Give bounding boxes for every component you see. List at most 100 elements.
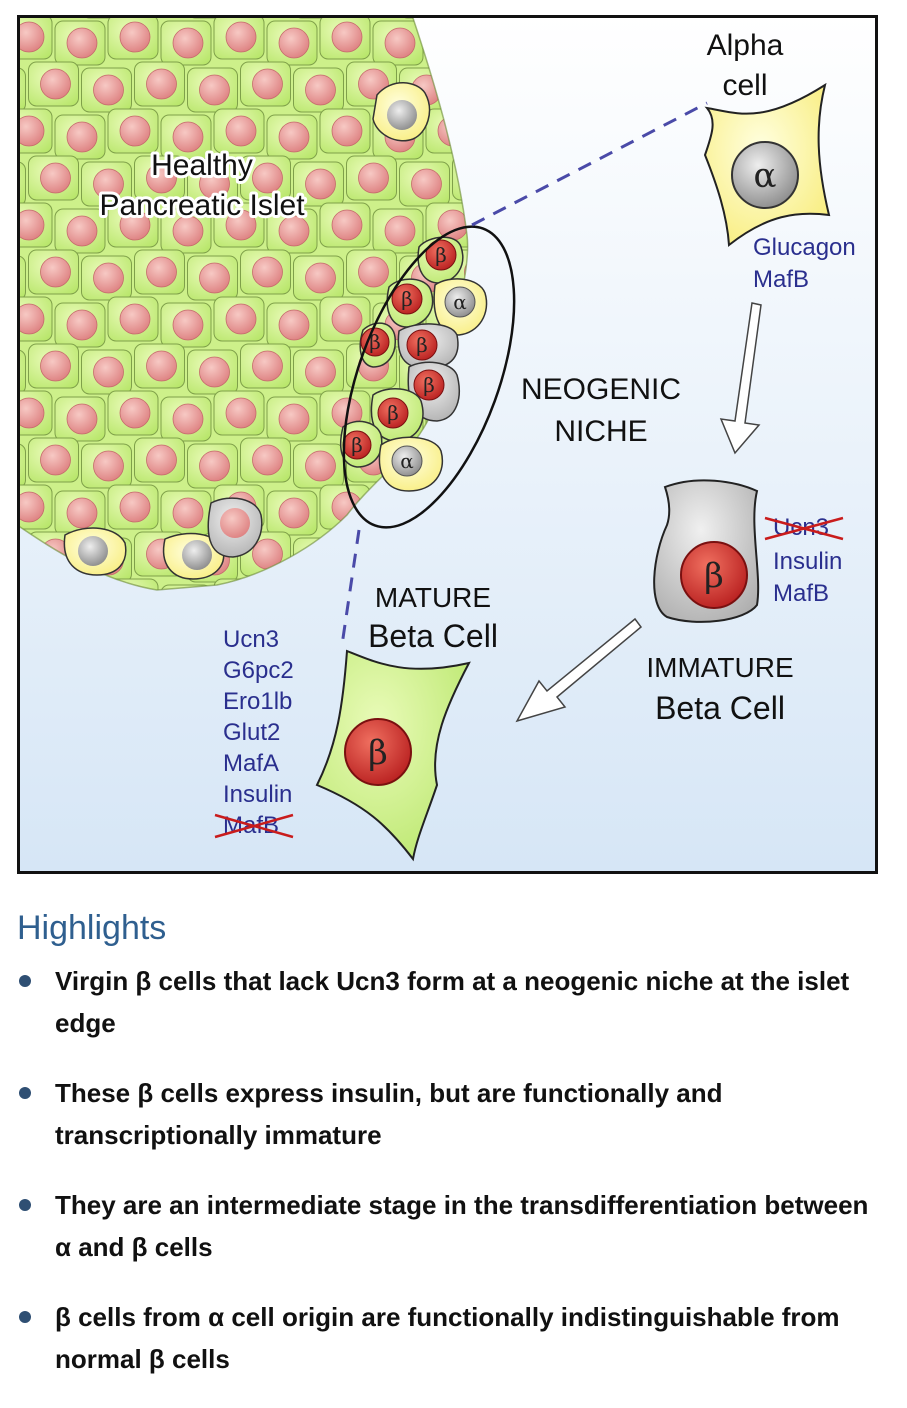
islet-cell-nucleus xyxy=(146,68,177,100)
islet-cell-nucleus xyxy=(305,450,336,482)
figure-frame xyxy=(17,15,878,874)
mature-marker: Ero1lb xyxy=(223,688,292,715)
islet-cell-nucleus xyxy=(40,68,71,100)
islet-cell-nucleus xyxy=(305,74,336,106)
islet-cell-nucleus xyxy=(146,444,177,476)
islet-cell-nucleus xyxy=(278,215,310,247)
mature-label-line1: MATURE xyxy=(375,582,491,613)
islet-cell-nucleus xyxy=(278,121,310,153)
niche-beta-symbol: β xyxy=(423,373,435,397)
islet-cell-nucleus xyxy=(40,256,71,288)
highlight-item: β cells from α cell origin are functiona… xyxy=(17,1296,887,1380)
mature-marker: Ucn3 xyxy=(223,626,279,653)
immature-beta-cell: β Ucn3 Insulin MafB IMMATURE Beta Cell xyxy=(646,479,844,726)
islet-label-line1: Healthy xyxy=(151,149,253,182)
islet-cell-nucleus xyxy=(146,350,177,382)
immature-label-line1: IMMATURE xyxy=(646,652,793,683)
islet-cell-nucleus xyxy=(66,309,98,341)
islet-cell-nucleus xyxy=(172,215,204,247)
islet-cell-nucleus xyxy=(278,27,310,59)
islet-cell-nucleus xyxy=(93,450,124,482)
islet-cell-nucleus xyxy=(252,68,283,100)
mature-marker: Glut2 xyxy=(223,719,280,746)
islet-cell-nucleus xyxy=(384,27,416,59)
highlight-text: These β cells express insulin, but are f… xyxy=(55,1078,723,1150)
islet-cell-nucleus xyxy=(199,356,230,388)
graphical-abstract: β β α β β β β β α Healthy Pancreatic Isl… xyxy=(17,15,878,874)
islet-cell-nucleus xyxy=(225,209,257,241)
islet-cell-nucleus xyxy=(93,74,124,106)
islet-cell-nucleus xyxy=(199,74,230,106)
niche-alpha-nucleus xyxy=(444,286,476,318)
alpha-marker-glucagon: Glucagon xyxy=(753,234,856,261)
highlights-section: Highlights Virgin β cells that lack Ucn3… xyxy=(17,908,887,1408)
niche-beta-nucleus xyxy=(391,283,423,315)
islet-cell-nucleus xyxy=(119,491,151,523)
islet-cell-nucleus xyxy=(119,397,151,429)
islet-cell xyxy=(17,255,26,301)
mature-label-line2: Beta Cell xyxy=(368,618,498,654)
islet-cell-nucleus xyxy=(119,21,151,53)
niche-beta-symbol: β xyxy=(351,433,363,457)
islet-cell-nucleus xyxy=(93,356,124,388)
mature-markers: Ucn3 G6pc2 Ero1lb Glut2 MafA Insulin Maf… xyxy=(223,626,294,839)
niche-label-line1: NEOGENIC xyxy=(521,373,681,406)
highlight-item: These β cells express insulin, but are f… xyxy=(17,1072,887,1156)
neogenic-niche-outline xyxy=(342,225,516,529)
islet-cell-nucleus xyxy=(172,121,204,153)
islet-cell-nucleus xyxy=(17,115,45,147)
alpha-to-niche-dashed-line xyxy=(471,101,708,227)
islet-cell-nucleus xyxy=(66,497,98,529)
niche-beta-nucleus xyxy=(413,369,445,401)
islet-cell-nucleus xyxy=(40,350,71,382)
islet-cell-nucleus xyxy=(119,303,151,335)
alpha-marker-mafb: MafB xyxy=(753,266,809,293)
niche-beta-symbol: β xyxy=(435,243,447,267)
mature-marker: MafA xyxy=(223,750,279,777)
islet-cell-nucleus xyxy=(252,350,283,382)
islet-cell-nucleus xyxy=(146,162,177,194)
niche-to-mature-dashed-line xyxy=(340,529,361,646)
islet-cell-nucleus xyxy=(278,403,310,435)
islet-cell-nucleus xyxy=(17,397,45,429)
immature-nucleus-symbol: β xyxy=(704,556,724,596)
islet-cell-nucleus xyxy=(331,209,363,241)
islet-cell-nucleus xyxy=(40,162,71,194)
islet-cell-nucleus xyxy=(66,403,98,435)
islet-cell-nucleus xyxy=(225,397,257,429)
islet-cell-nucleus xyxy=(252,256,283,288)
islet-cell-nucleus xyxy=(331,21,363,53)
islet-cell-nucleus xyxy=(40,444,71,476)
bullet-icon xyxy=(19,975,31,987)
islet-cell-nucleus xyxy=(199,168,230,200)
immature-label-line2: Beta Cell xyxy=(655,690,785,726)
mature-marker: G6pc2 xyxy=(223,657,294,684)
mature-nucleus-symbol: β xyxy=(368,733,388,773)
islet-cell-nucleus xyxy=(305,356,336,388)
niche-label-line2: NICHE xyxy=(554,415,647,448)
islet-cell-nucleus xyxy=(464,256,468,288)
islet-cell-nucleus xyxy=(146,256,177,288)
islet-cell-nucleus xyxy=(93,262,124,294)
alpha-cell-label-line2: cell xyxy=(722,69,767,102)
islet-cell-nucleus xyxy=(225,115,257,147)
islet-cell-nucleus xyxy=(278,497,310,529)
islet-cell xyxy=(17,67,26,113)
niche-beta-nucleus xyxy=(425,239,457,271)
highlight-item: Virgin β cells that lack Ucn3 form at a … xyxy=(17,960,887,1044)
islet-cell xyxy=(17,161,26,207)
islet-cell-nucleus xyxy=(172,497,204,529)
highlight-text: Virgin β cells that lack Ucn3 form at a … xyxy=(55,966,850,1038)
bullet-icon xyxy=(19,1311,31,1323)
immature-nucleus xyxy=(680,541,748,609)
islet-cell-nucleus xyxy=(119,209,151,241)
immature-to-mature-arrow xyxy=(515,617,643,723)
immature-marker-insulin: Insulin xyxy=(773,548,842,575)
highlights-title: Highlights xyxy=(17,909,167,947)
niche-alpha-symbol: α xyxy=(453,290,467,314)
islet-edge-cells xyxy=(63,82,431,580)
islet-cell-nucleus xyxy=(225,21,257,53)
highlight-text: They are an intermediate stage in the tr… xyxy=(55,1190,869,1262)
islet-cell-nucleus xyxy=(358,256,389,288)
mature-marker: Insulin xyxy=(223,781,292,808)
